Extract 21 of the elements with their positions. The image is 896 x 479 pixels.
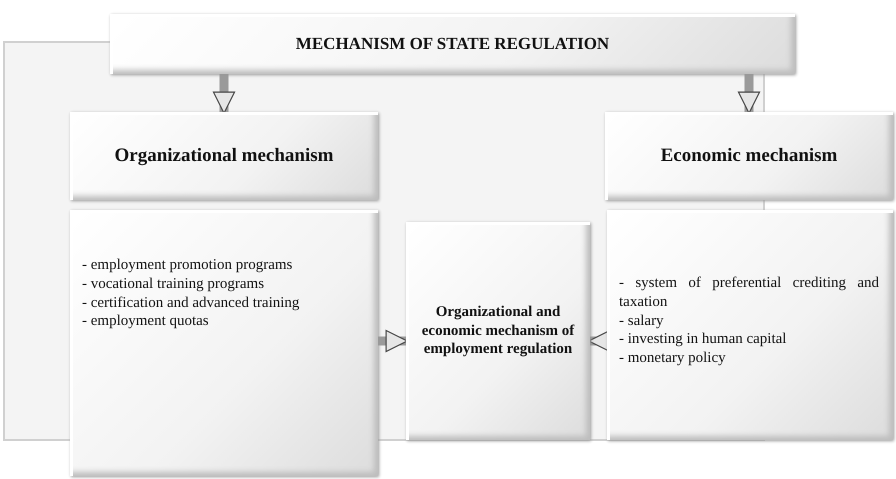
node-text: Organizational and economic mechanism of employment regulation — [420, 302, 576, 360]
arrow — [378, 330, 408, 352]
category-box — [70, 112, 378, 200]
node-text: Organizational mechanism — [113, 144, 335, 168]
node-text: Economic mechanism — [660, 144, 838, 168]
list-item: - vocational training programs — [82, 274, 266, 294]
arrow — [738, 74, 760, 114]
title-box — [110, 14, 795, 74]
list-item: - system of preferential crediting and taxation — [619, 274, 879, 312]
category-box — [605, 112, 893, 200]
list-item: - investing in human capital — [619, 330, 788, 349]
node-text: MECHANISM OF STATE REGULATION — [294, 33, 610, 55]
list-item: - monetary policy — [619, 349, 727, 368]
list-item: - certification and advanced training — [82, 294, 300, 312]
list-box — [607, 210, 893, 440]
list-item: - salary — [619, 312, 665, 330]
arrow — [212, 74, 236, 114]
list-box — [70, 210, 378, 476]
result-box — [406, 222, 590, 440]
list-item: - employment promotion programs — [82, 256, 294, 275]
list-item: - employment quotas — [82, 312, 210, 331]
